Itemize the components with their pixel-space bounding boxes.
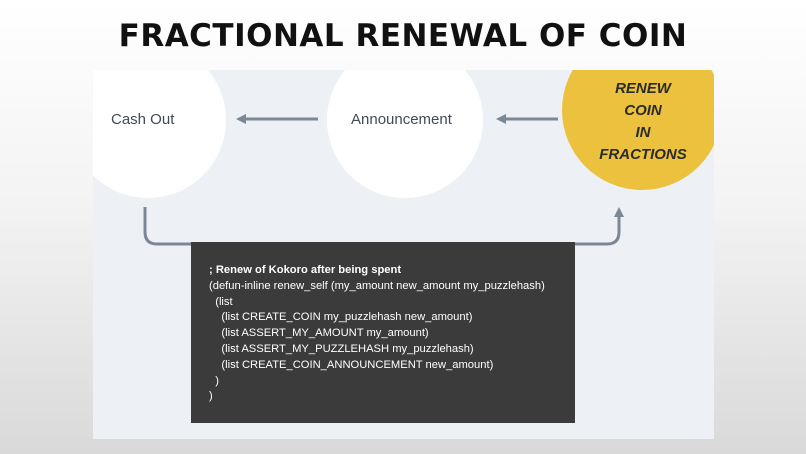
renew-label-line: COIN	[624, 102, 662, 119]
announcement-node	[327, 70, 483, 198]
code-comment-line: ; Renew of Kokoro after being spent	[209, 264, 402, 276]
renew-label-line: IN	[635, 124, 651, 141]
code-line: (list ASSERT_MY_PUZZLEHASH my_puzzlehash…	[209, 342, 474, 355]
code-line: (list CREATE_COIN my_puzzlehash new_amou…	[209, 311, 473, 324]
flow-diagram	[93, 70, 714, 246]
diagram-panel: Cash Out Announcement RENEW COIN IN FRAC…	[93, 70, 714, 439]
code-line: (list CREATE_COIN_ANNOUNCEMENT new_amoun…	[209, 358, 494, 371]
renew-coin-node	[562, 70, 714, 190]
slide-title: FRACTIONAL RENEWAL OF COIN	[118, 18, 688, 54]
renew-coin-label: RENEW COIN IN FRACTIONS	[583, 78, 703, 166]
code-line: (list	[209, 295, 233, 308]
cash-out-node	[93, 70, 226, 198]
announcement-label: Announcement	[351, 111, 452, 128]
code-line: )	[209, 374, 219, 387]
code-box: ; Renew of Kokoro after being spent (def…	[191, 242, 575, 423]
loop-back-connector	[143, 207, 624, 246]
code-line: )	[209, 390, 213, 403]
cash-out-label: Cash Out	[111, 111, 175, 128]
code-line: (defun-inline renew_self (my_amount new_…	[209, 279, 545, 292]
renew-label-line: FRACTIONS	[599, 146, 687, 163]
code-line: (list ASSERT_MY_AMOUNT my_amount)	[209, 327, 429, 340]
renew-label-line: RENEW	[615, 80, 671, 97]
